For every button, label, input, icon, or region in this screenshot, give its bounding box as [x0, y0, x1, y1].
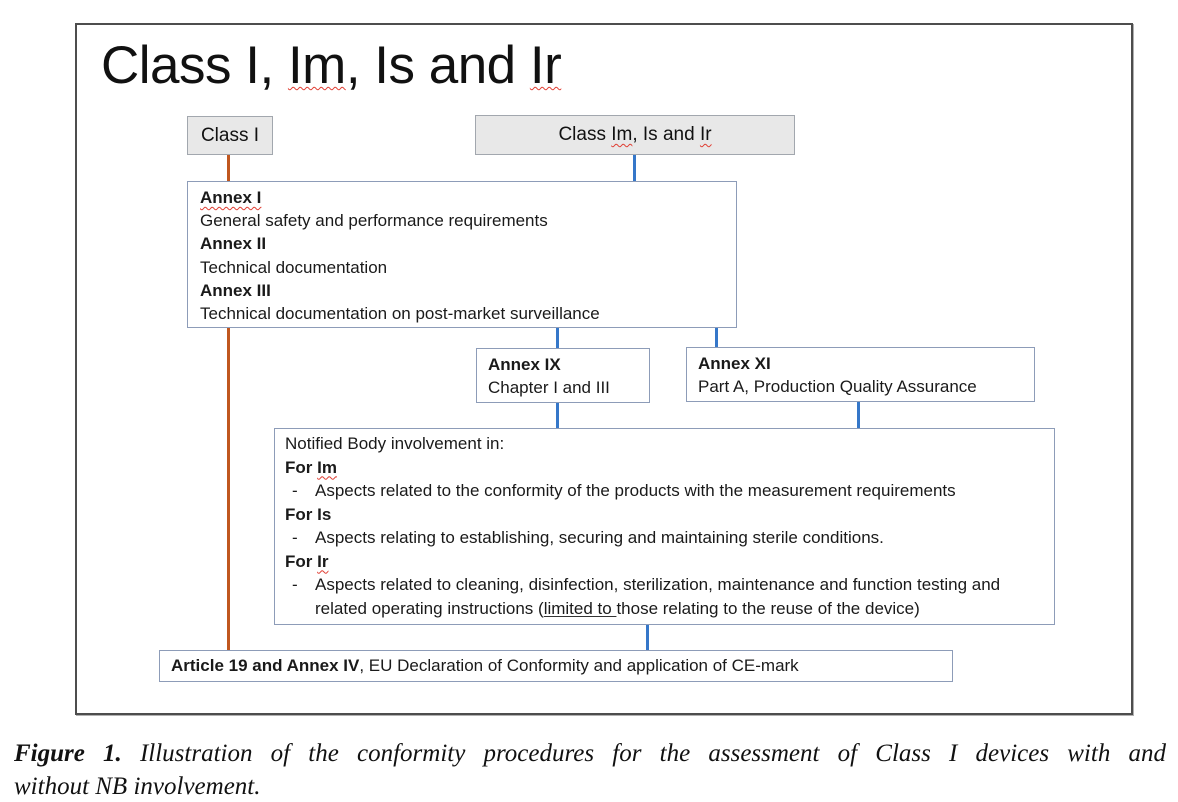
nb-bullet-is: - Aspects relating to establishing, secu… — [285, 526, 1044, 550]
nb-bullet-ir-text: Aspects related to cleaning, disinfectio… — [315, 573, 1044, 620]
caption-label: Figure 1. — [14, 740, 122, 767]
annex-ix-desc: Chapter I and III — [488, 378, 610, 397]
annex-ix-name: Annex IX — [488, 355, 561, 374]
annex-iii-name: Annex III — [200, 280, 271, 300]
annex-iii-desc: Technical documentation on post-market s… — [200, 304, 600, 324]
annex-ii-name: Annex II — [200, 234, 267, 254]
annex-i-name: Annex I — [200, 188, 262, 207]
box-annex-ix: Annex IX Chapter I and III — [476, 348, 650, 403]
connector-nb-to-article — [646, 624, 649, 651]
label-part: , Is and — [632, 124, 700, 145]
box-class-im-label: Class Im, Is and Ir — [558, 124, 711, 146]
bullet-dash: - — [292, 575, 298, 594]
nb-for-ir: For Ir — [285, 550, 1044, 574]
box-class-im-is-ir: Class Im, Is and Ir — [475, 115, 795, 155]
box-annex-i-ii-iii: Annex I General safety and performance r… — [187, 181, 737, 328]
box-annex-xi: Annex XI Part A, Production Quality Assu… — [686, 347, 1035, 402]
box-class-i: Class I — [187, 116, 273, 155]
connector-annexxi-to-nb — [857, 401, 860, 429]
annex-xi-desc: Part A, Production Quality Assurance — [698, 377, 977, 396]
box-class-i-label: Class I — [200, 124, 260, 146]
connector-class-i-to-article — [227, 155, 230, 651]
nb-for-im: For Im — [285, 456, 1044, 480]
label-part-im: Im — [611, 124, 633, 145]
bullet-text-part: those relating to the reuse of the devic… — [616, 598, 920, 618]
box-article-19: Article 19 and Annex IV, EU Declaration … — [159, 650, 953, 682]
nb-intro: Notified Body involvement in: — [285, 434, 505, 453]
connector-classim-to-annexmain — [633, 155, 636, 182]
nb-bullet-im: - Aspects related to the conformity of t… — [285, 479, 1044, 503]
connector-annexix-to-nb — [556, 402, 559, 429]
for-class-is: Is — [317, 504, 332, 524]
bullet-dash: - — [292, 481, 298, 500]
connector-annexmain-to-annexix — [556, 328, 559, 349]
caption-line-2: without NB involvement. — [14, 773, 261, 800]
label-part: Class — [558, 124, 612, 145]
label-part-ir: Ir — [699, 124, 712, 145]
bullet-text-underlined: limited to — [543, 598, 617, 618]
for-class-ir: Ir — [317, 551, 329, 571]
caption-text: Illustration of the conformity procedure… — [139, 740, 1167, 767]
bullet-dash: - — [292, 528, 298, 547]
annex-i-desc: General safety and performance requireme… — [200, 211, 548, 231]
diagram-title: Class I, Im, Is and Ir — [101, 36, 562, 96]
for-prefix: For — [285, 457, 318, 477]
caption-line-1: Figure 1. Illustration of the conformity… — [14, 737, 1166, 770]
title-part: , Is and — [345, 36, 530, 95]
nb-for-is: For Is — [285, 503, 1044, 527]
annex-ii-desc: Technical documentation — [200, 257, 388, 277]
for-class-im: Im — [317, 457, 337, 477]
for-prefix: For — [285, 551, 318, 571]
nb-bullet-im-text: Aspects related to the conformity of the… — [315, 481, 956, 500]
title-part-im: Im — [287, 36, 346, 95]
for-prefix: For — [285, 504, 318, 524]
figure-caption: Figure 1. Illustration of the conformity… — [14, 737, 1166, 802]
title-part-ir: Ir — [529, 36, 562, 95]
connector-annexmain-to-annexxi — [715, 328, 718, 348]
bullet-text-part: Aspects related to cleaning, disinfectio… — [315, 575, 1001, 618]
article-rest-text: , EU Declaration of Conformity and appli… — [359, 656, 799, 675]
box-notified-body: Notified Body involvement in: For Im - A… — [274, 428, 1055, 625]
nb-bullet-ir: - Aspects related to cleaning, disinfect… — [285, 573, 1044, 620]
article-bold-text: Article 19 and Annex IV — [171, 656, 360, 675]
annex-xi-name: Annex XI — [698, 354, 771, 373]
title-part: Class I, — [101, 36, 288, 95]
nb-bullet-is-text: Aspects relating to establishing, securi… — [315, 528, 884, 547]
